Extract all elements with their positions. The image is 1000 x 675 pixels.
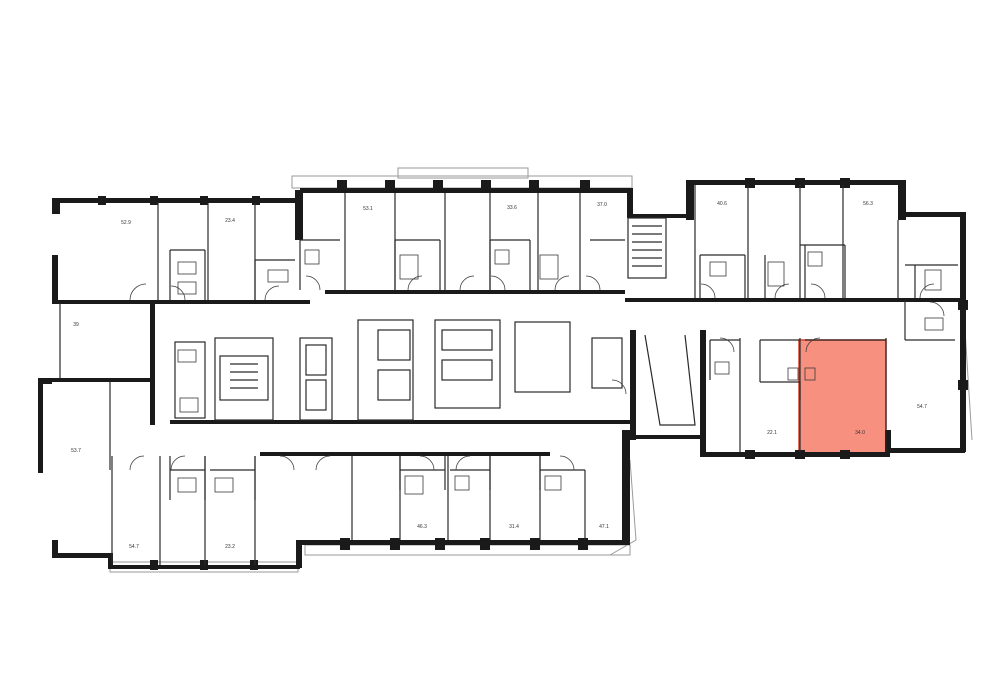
apartment-area-label: 54.7 bbox=[917, 404, 927, 410]
apartment-area-label: 33.6 bbox=[507, 205, 517, 211]
apartment-area-label: 53.1 bbox=[363, 206, 373, 212]
area-labels: 52.9 23.4 53.1 33.6 37.0 40.6 56.3 39 53.7 54.7 23… bbox=[71, 201, 927, 550]
apartment-area-label: 34.0 bbox=[855, 430, 865, 436]
door-swings bbox=[129, 275, 945, 471]
apartment-area-label: 37.0 bbox=[597, 202, 607, 208]
apartment-area-label: 39 bbox=[73, 322, 79, 328]
apartment-area-label: 46.3 bbox=[417, 524, 427, 530]
apartment-area-label: 40.6 bbox=[717, 201, 727, 207]
corridor-walls bbox=[40, 290, 960, 456]
apartment-area-label: 54.7 bbox=[129, 544, 139, 550]
apartment-area-label: 31.4 bbox=[509, 524, 519, 530]
apartment-area-label: 53.7 bbox=[71, 448, 81, 454]
apartment-area-label: 52.9 bbox=[121, 220, 131, 226]
building-core bbox=[174, 217, 696, 426]
window-ticks bbox=[98, 178, 968, 570]
apartment-area-label: 47.1 bbox=[599, 524, 609, 530]
apartment-area-label: 22.1 bbox=[767, 430, 777, 436]
partitions bbox=[59, 185, 958, 565]
apartment-area-label: 56.3 bbox=[863, 201, 873, 207]
apartment-area-label: 23.2 bbox=[225, 544, 235, 550]
apartment-area-label: 23.4 bbox=[225, 218, 235, 224]
bathroom-fixtures bbox=[177, 249, 944, 495]
apartment-highlight[interactable] bbox=[798, 339, 887, 454]
